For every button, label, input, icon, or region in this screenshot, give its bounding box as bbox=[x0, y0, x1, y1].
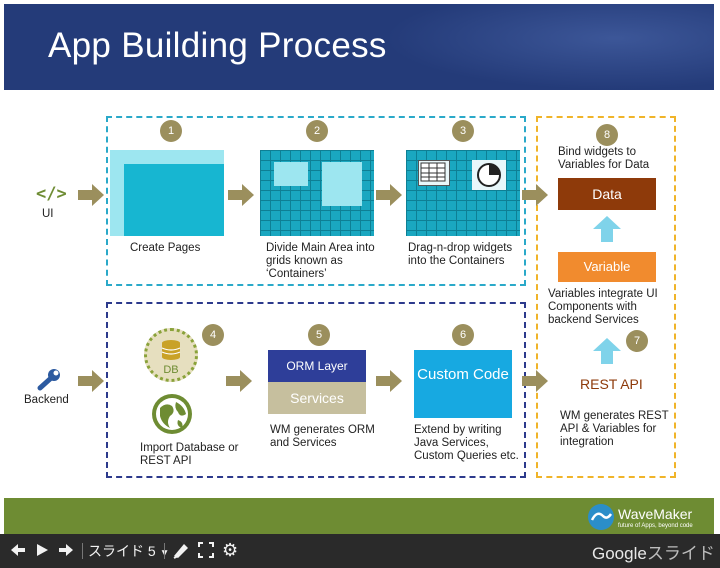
services-box: Services bbox=[268, 382, 366, 414]
variables-integrate-label: Variables integrate UI Components with b… bbox=[548, 288, 658, 326]
slide-title: App Building Process bbox=[48, 26, 387, 65]
step-6-label: Extend by writing Java Services, Custom … bbox=[414, 424, 519, 462]
pie-chart-icon bbox=[472, 160, 506, 190]
ui-region bbox=[106, 116, 526, 286]
code-icon: </> bbox=[36, 184, 67, 204]
database-icon: DB bbox=[144, 328, 198, 382]
slide-footer: WaveMaker future of Apps, beyond code bbox=[4, 498, 714, 534]
backend-row-label: Backend bbox=[24, 394, 69, 406]
step-5-badge: 5 bbox=[308, 324, 330, 346]
wavemaker-logo-tagline: future of Apps, beyond code bbox=[618, 523, 693, 529]
arrow-5-6 bbox=[376, 370, 402, 392]
slide-number-label: スライド 5 bbox=[88, 543, 156, 559]
brand-suffix: スライド bbox=[646, 544, 715, 563]
orm-layer-label: ORM Layer bbox=[286, 359, 348, 373]
pen-icon[interactable] bbox=[172, 542, 190, 563]
variable-label: Variable bbox=[583, 259, 631, 274]
wavemaker-logo-name: WaveMaker bbox=[618, 506, 693, 522]
step-6-badge: 6 bbox=[452, 324, 474, 346]
arrow-ui-in bbox=[78, 184, 104, 206]
wavemaker-logo-icon bbox=[588, 504, 614, 530]
arrow-1-2 bbox=[228, 184, 254, 206]
arrow-2-3 bbox=[376, 184, 402, 206]
slide-frame: App Building Process </> UI Backend 1 Cr… bbox=[4, 4, 714, 534]
step-8-label: Bind widgets to Variables for Data bbox=[558, 146, 650, 171]
data-label: Data bbox=[592, 186, 622, 202]
google-slides-brand: Googleスライド bbox=[592, 539, 715, 564]
arrow-backend-in bbox=[78, 370, 104, 392]
step-5-label: WM generates ORM and Services bbox=[270, 424, 375, 449]
step-4-label: Import Database or REST API bbox=[140, 442, 239, 467]
db-label: DB bbox=[163, 364, 179, 376]
arrow-ui-out bbox=[522, 184, 548, 206]
services-label: Services bbox=[290, 390, 344, 406]
rest-api-label: REST API bbox=[580, 376, 643, 392]
arrow-backend-out bbox=[522, 370, 548, 392]
binding-region bbox=[536, 116, 676, 478]
data-box: Data bbox=[558, 178, 656, 210]
table-widget-icon bbox=[418, 160, 450, 186]
play-icon[interactable] bbox=[34, 542, 50, 561]
step-3-label: Drag-n-drop widgets into the Containers bbox=[408, 242, 513, 267]
up-arrow-to-variable bbox=[593, 338, 621, 364]
step-1-label: Create Pages bbox=[130, 242, 201, 254]
step-3-badge: 3 bbox=[452, 120, 474, 142]
ui-row-label: UI bbox=[42, 208, 54, 220]
step-7-badge: 7 bbox=[626, 330, 648, 352]
fullscreen-icon[interactable] bbox=[198, 542, 214, 561]
gear-icon[interactable]: ⚙ bbox=[222, 540, 239, 560]
presentation-toolbar: スライド 5 ▼ ⚙ Googleスライド bbox=[0, 534, 720, 568]
orm-layer-box: ORM Layer bbox=[268, 350, 366, 382]
step-1-badge: 1 bbox=[160, 120, 182, 142]
variable-box: Variable bbox=[558, 252, 656, 282]
next-icon[interactable] bbox=[58, 542, 74, 561]
arrow-4-5 bbox=[226, 370, 252, 392]
step-8-badge: 8 bbox=[596, 124, 618, 146]
slide-number-selector[interactable]: スライド 5 ▼ bbox=[88, 541, 169, 561]
header-decoration bbox=[384, 4, 714, 90]
custom-code-label: Custom Code bbox=[417, 366, 509, 383]
drag-drop-illustration bbox=[406, 150, 520, 236]
step-2-label: Divide Main Area into grids known as ‘Co… bbox=[266, 242, 375, 280]
prev-icon[interactable] bbox=[10, 542, 26, 561]
globe-icon bbox=[152, 394, 192, 434]
grid-containers-illustration bbox=[260, 150, 374, 236]
toolbar-divider bbox=[82, 543, 83, 559]
create-pages-illustration bbox=[110, 150, 224, 236]
toolbar-divider bbox=[164, 543, 165, 559]
custom-code-box: Custom Code bbox=[414, 350, 512, 418]
step-4-badge: 4 bbox=[202, 324, 224, 346]
backend-region bbox=[106, 302, 526, 478]
brand-name: Google bbox=[592, 544, 647, 563]
wrench-icon bbox=[37, 368, 63, 392]
slide-header: App Building Process bbox=[4, 4, 714, 90]
step-2-badge: 2 bbox=[306, 120, 328, 142]
step-7-label: WM generates REST API & Variables for in… bbox=[560, 410, 669, 448]
up-arrow-to-data bbox=[593, 216, 621, 242]
